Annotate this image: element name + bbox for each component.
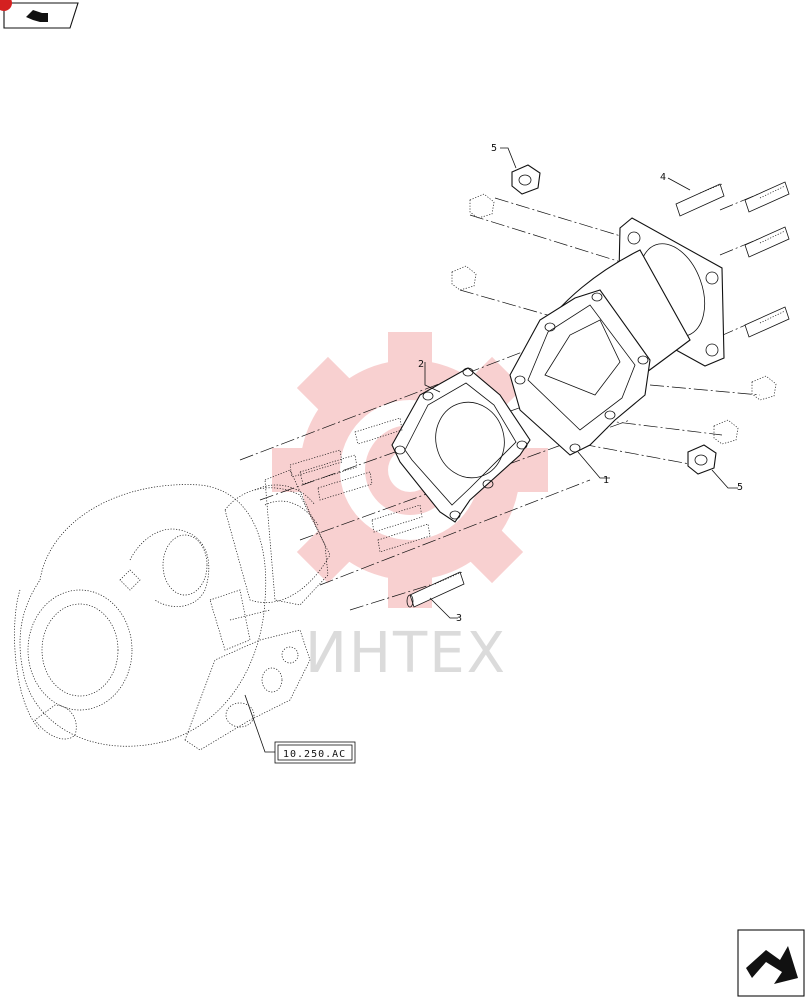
watermark-text: ИНТЕХ [305,621,507,686]
turbo-studs [289,417,431,553]
prev-page-button[interactable] [0,0,79,29]
callout-1: 1 [577,451,610,486]
gasket[interactable] [391,367,531,523]
nuts-secondary [451,193,777,445]
stud-part-3[interactable] [406,571,465,619]
stud-part-4[interactable] [667,177,725,217]
svg-text:1: 1 [603,475,609,486]
callout-3: 3 [456,613,462,624]
svg-text:10.250.AC: 10.250.AC [283,749,346,760]
callout-5-top: 5 [491,143,517,169]
outlet-studs [744,181,790,338]
next-page-button[interactable] [737,929,805,997]
svg-text:5: 5 [737,482,743,493]
nut-part-5-bottom[interactable] [687,444,717,475]
callout-5-bottom: 5 [711,469,743,493]
svg-text:2: 2 [418,359,424,370]
exhaust-outlet-pipe[interactable] [509,217,725,456]
turbocharger-assembly [14,469,331,751]
corner-marker [0,0,12,11]
callout-4: 4 [660,172,666,183]
callout-2: 2 [418,359,441,393]
nut-part-5-top[interactable] [511,164,541,195]
svg-text:4: 4 [660,172,666,183]
reference-link-box[interactable]: 10.250.AC [244,694,356,764]
arrow-forward-icon [746,946,798,984]
svg-text:3: 3 [456,613,462,624]
arrow-back-icon [26,10,48,22]
svg-text:5: 5 [491,143,497,154]
